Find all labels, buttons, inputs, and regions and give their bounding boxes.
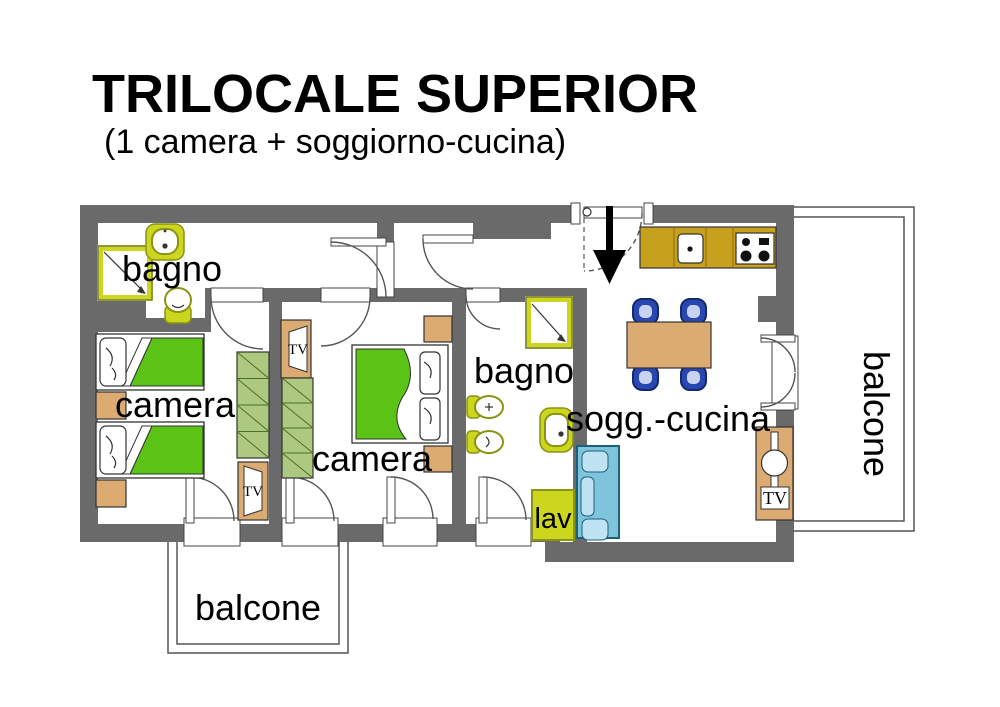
- tv-bedroom1-label: TV: [243, 484, 263, 500]
- dining-table: [626, 321, 712, 369]
- page-title: TRILOCALE SUPERIOR: [92, 64, 698, 124]
- french-door-balcony: [760, 334, 796, 411]
- page-subtitle: (1 camera + soggiorno-cucina): [104, 123, 566, 161]
- tv-bedroom2-label: TV: [288, 342, 308, 358]
- cooktop: [735, 232, 775, 265]
- door-openings: [183, 202, 799, 547]
- toilet1: [164, 287, 192, 324]
- bedroom2: camera: [312, 315, 453, 479]
- balcony-door-2: [285, 476, 335, 524]
- bathroom1-label: bagno: [122, 248, 222, 289]
- window-door-4: [478, 476, 527, 524]
- living-kitchen: TV sogg.-cucina: [566, 226, 794, 541]
- kitchen-counter: [639, 226, 777, 269]
- nightstand-1: [95, 391, 127, 420]
- tv-unit-bedroom2: TV: [280, 319, 312, 379]
- tv-unit-living: TV: [755, 426, 794, 521]
- bathroom2-door: [465, 294, 501, 330]
- laundry-label: lav: [534, 503, 572, 535]
- balcony-right-label: balcone: [856, 351, 897, 477]
- single-bed-1: [95, 333, 205, 391]
- bedroom2-door: [320, 296, 371, 347]
- bedroom1: camera: [95, 333, 236, 508]
- nightstand-3: [423, 315, 453, 343]
- nightstand-4: [423, 445, 453, 473]
- bathroom2: bagno lav: [466, 296, 575, 541]
- bedroom1-door: [210, 296, 264, 350]
- entrance-arrow-icon: [593, 206, 626, 284]
- double-bed: [351, 344, 449, 444]
- balcony-right: balcone: [794, 206, 915, 532]
- bedroom1-label: camera: [115, 384, 236, 425]
- kitchen-sink: [677, 233, 704, 264]
- window-door-3: [386, 476, 434, 524]
- tv-living-label: TV: [763, 488, 787, 508]
- doors: [185, 206, 796, 524]
- bedroom2-label: camera: [312, 438, 433, 479]
- balcony-bottom: balcone: [167, 542, 349, 654]
- single-bed-2: [95, 421, 205, 479]
- chairs: [632, 298, 707, 391]
- shower2: [525, 296, 573, 349]
- toilet2: [466, 430, 504, 454]
- tv-unit-bedroom1: TV: [237, 461, 269, 521]
- hall-door: [422, 234, 474, 244]
- wardrobe-right: [281, 377, 314, 479]
- shower1: [97, 245, 153, 301]
- balcony-door-1: [185, 476, 235, 524]
- bathroom1: bagno: [97, 223, 222, 324]
- balcony-bottom-label: balcone: [195, 587, 321, 628]
- bidet: [466, 395, 504, 419]
- nightstand-2: [95, 479, 127, 508]
- washing-machine: lav: [531, 489, 575, 541]
- dining-set: [626, 298, 712, 391]
- wardrobe-left: [236, 351, 270, 459]
- bathroom2-label: bagno: [474, 350, 574, 391]
- sink1: [145, 223, 185, 261]
- sofa: [576, 445, 620, 541]
- living-kitchen-label: sogg.-cucina: [566, 398, 771, 439]
- sink2: [539, 407, 574, 453]
